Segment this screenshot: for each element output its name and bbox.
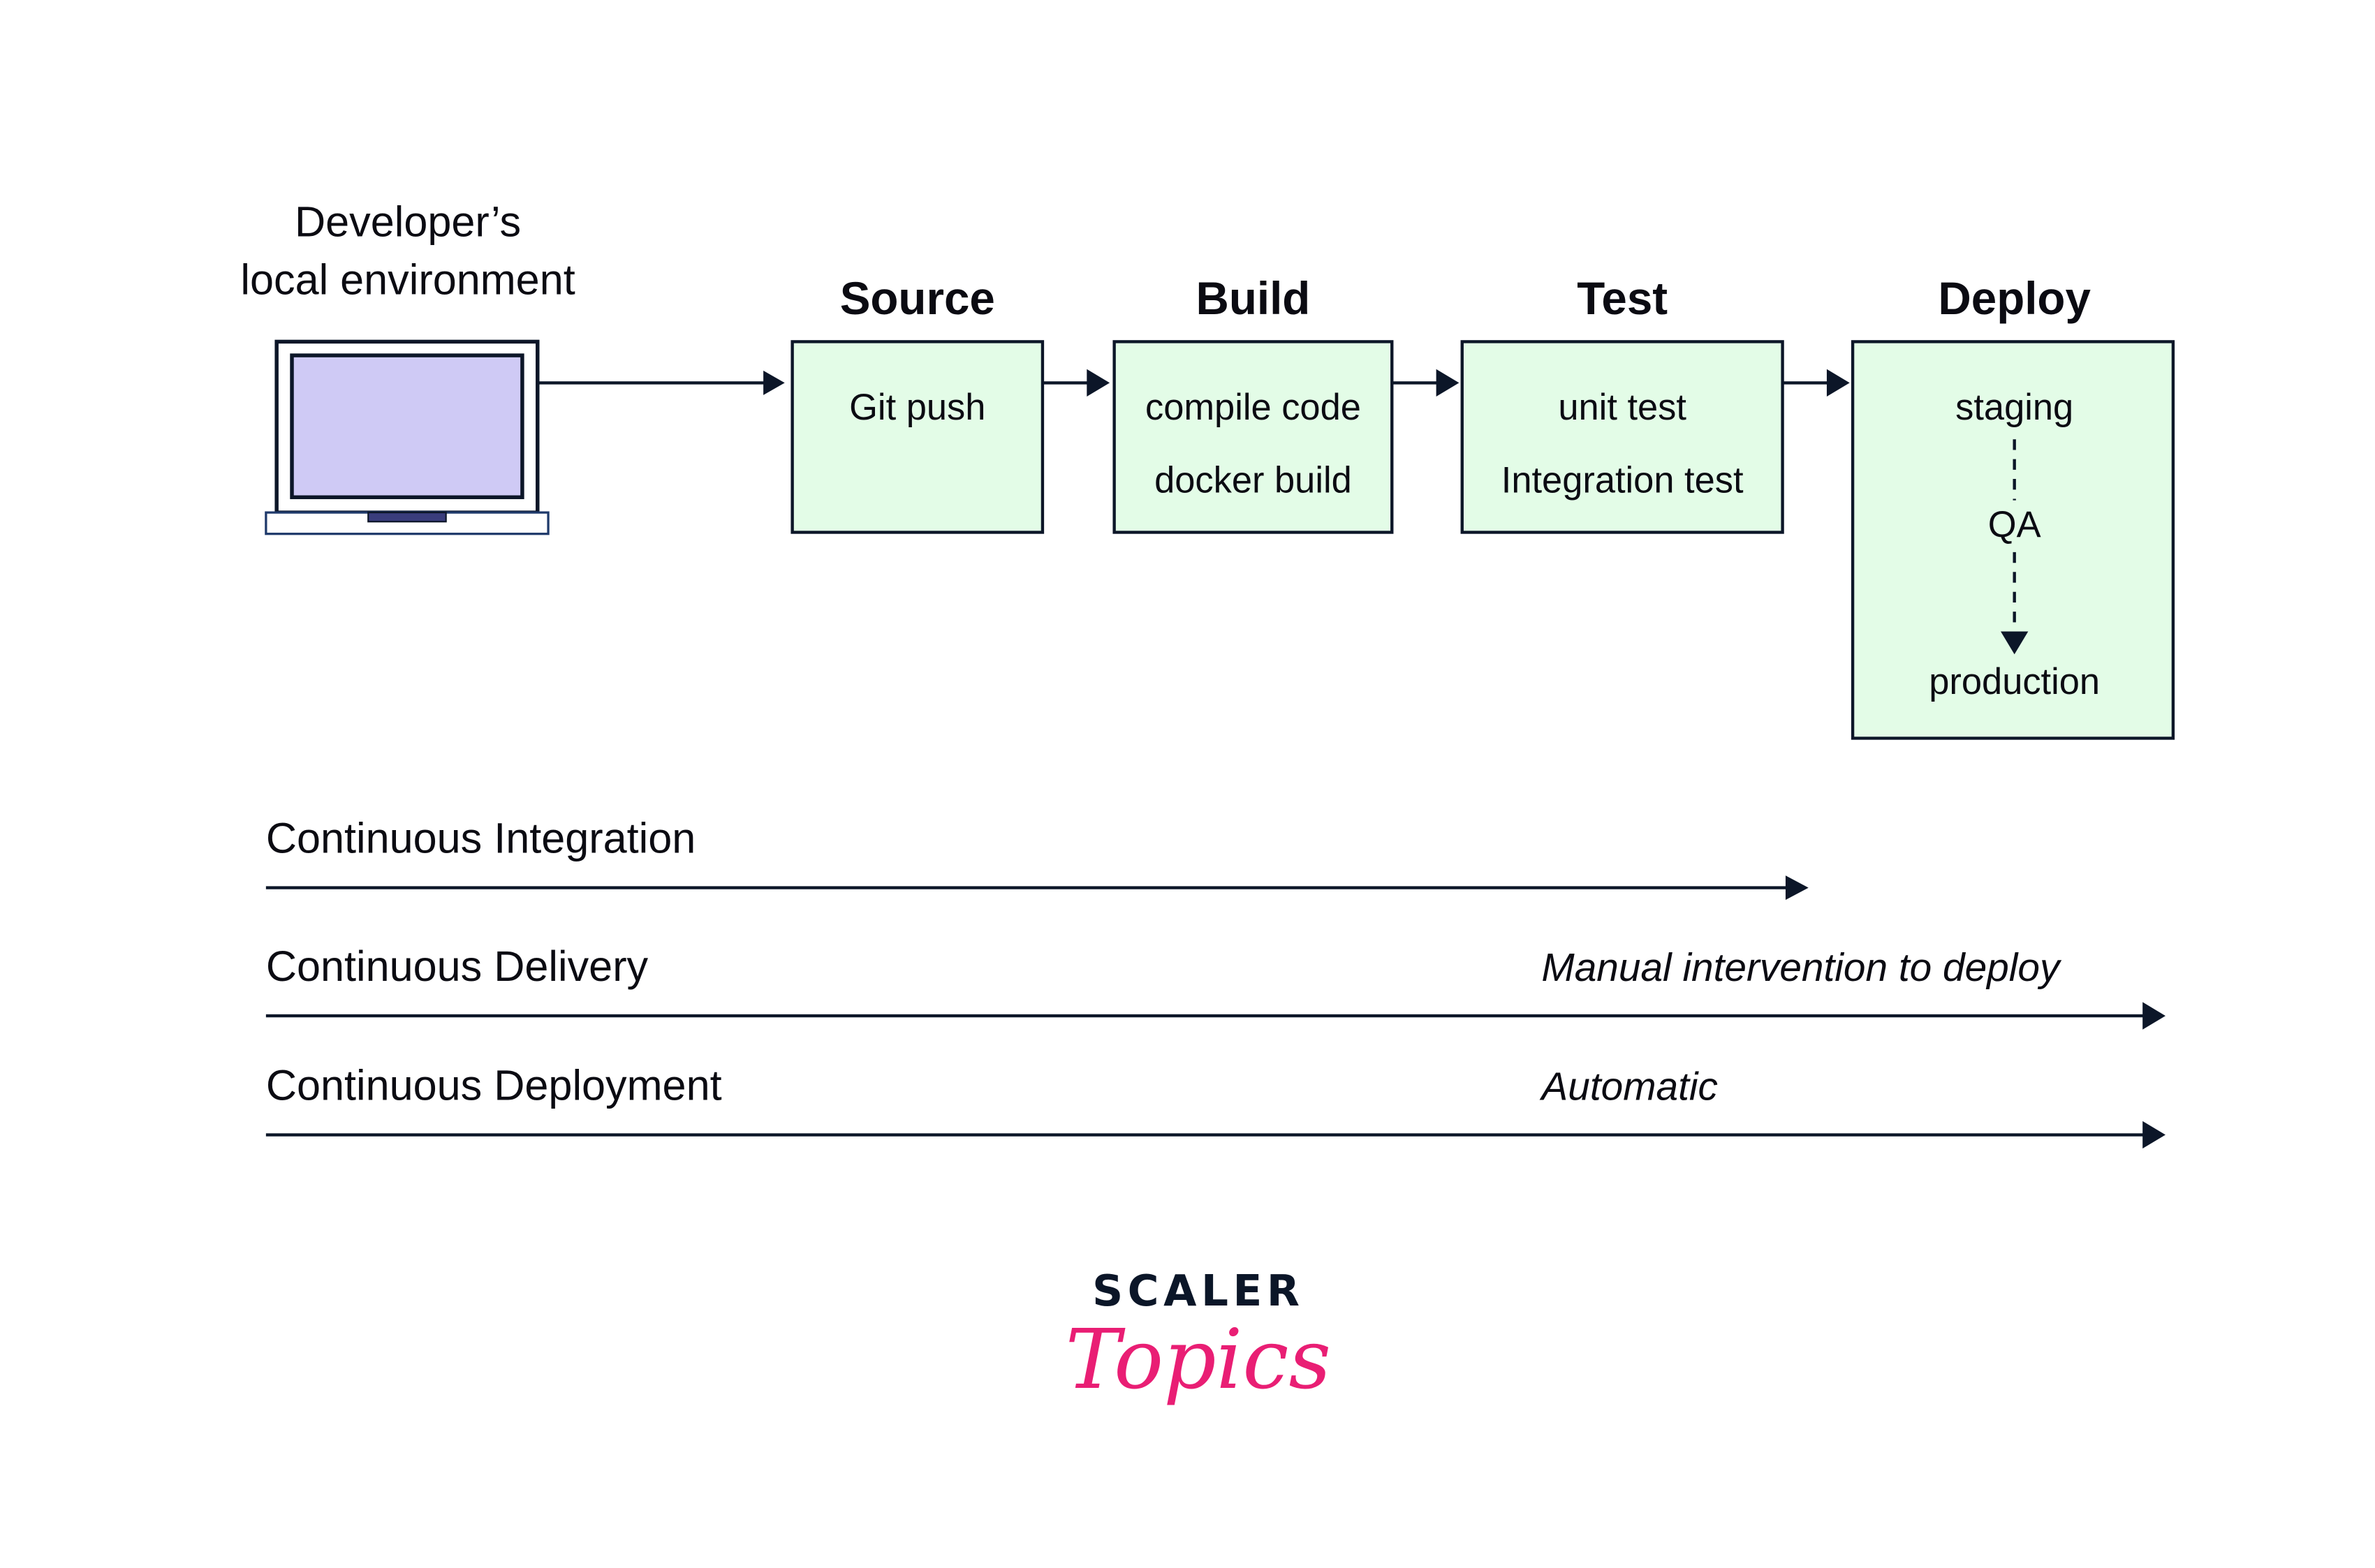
stage-item-qa: QA (1988, 505, 2041, 545)
arrow-continuous-delivery (265, 1002, 2166, 1030)
lane-label-continuous-delivery: Continuous Delivery (266, 942, 649, 990)
stage-item-production: production (1929, 662, 2100, 702)
stage-title-source: Source (840, 273, 995, 324)
scaler-topics-logo: SCALER Topics (1066, 1266, 1331, 1407)
stage-box-build (1112, 340, 1394, 534)
stage-item-docker-build: docker build (1154, 461, 1352, 501)
logo-topics-text: Topics (1066, 1311, 1331, 1407)
stage-box-test (1460, 340, 1784, 534)
arrow-build-to-test (1392, 369, 1459, 397)
arrow-continuous-deployment (265, 1120, 2166, 1149)
stage-item-integration-test: Integration test (1501, 461, 1744, 501)
stage-title-deploy: Deploy (1938, 273, 2091, 324)
developer-label-line2: local environment (240, 256, 575, 304)
arrow-source-to-build (1042, 369, 1110, 397)
dashed-arrow-qa-to-production (2001, 552, 2029, 655)
lane-label-continuous-integration: Continuous Integration (266, 814, 696, 861)
stage-box-deploy (1851, 340, 2175, 740)
arrow-continuous-integration (265, 875, 1809, 901)
stage-item-git-push: Git push (849, 387, 985, 428)
lane-note-automatic: Automatic (1539, 1065, 1718, 1109)
stage-item-compile-code: compile code (1145, 387, 1361, 428)
arrow-laptop-to-source (538, 370, 785, 395)
stage-box-source (791, 340, 1045, 534)
developer-label-line1: Developer’s (295, 198, 521, 246)
lane-note-manual-intervention: Manual intervention to deploy (1541, 946, 2062, 990)
lane-label-continuous-deployment: Continuous Deployment (266, 1061, 722, 1109)
arrow-test-to-deploy (1782, 369, 1850, 397)
stage-item-staging: staging (1955, 387, 2073, 428)
stage-item-unit-test: unit test (1558, 387, 1686, 428)
stage-title-build: Build (1196, 273, 1311, 324)
laptop-icon (265, 339, 550, 535)
logo-scaler-text: SCALER (1092, 1266, 1304, 1316)
stage-title-test: Test (1577, 273, 1668, 324)
